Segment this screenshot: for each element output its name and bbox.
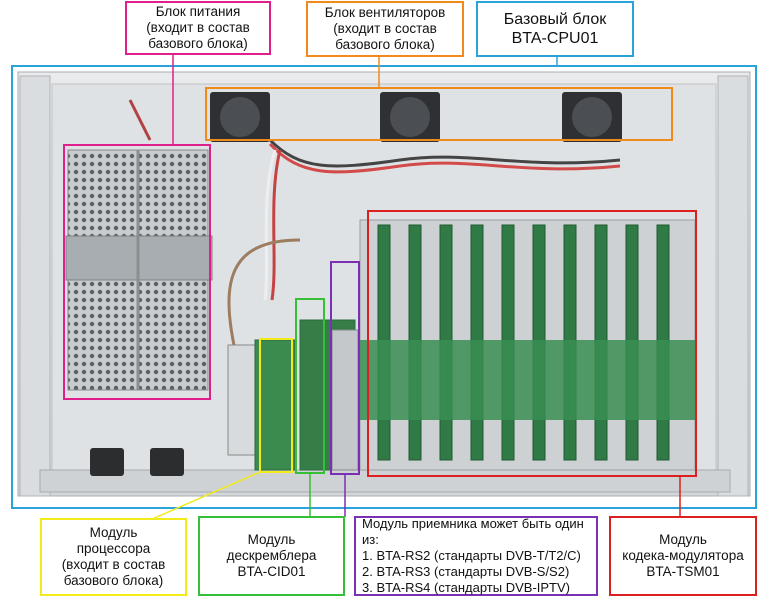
- callout-fans-line-2: (входит в состав: [333, 21, 437, 36]
- callout-codec-modulator: Модуль кодека-модулятора BTA-TSM01: [609, 516, 757, 596]
- callout-power-line-2: (входит в состав: [146, 20, 250, 35]
- card-cage: [359, 219, 696, 471]
- callout-codec-line-1: Модуль: [659, 532, 707, 547]
- callout-fan-unit: Блок вентиляторов (входит в состав базов…: [306, 1, 464, 57]
- highlight-frames: [11, 65, 757, 509]
- callout-cpu-line-4: базового блока): [63, 573, 164, 588]
- callout-descrambler-line-3: BTA-CID01: [237, 564, 306, 579]
- frame-cpu: [259, 338, 293, 473]
- leader-cpu: [149, 471, 261, 521]
- callout-codec-line-2: кодека-модулятора: [622, 548, 744, 563]
- callout-power-line-1: Блок питания: [155, 4, 241, 19]
- frame-fans: [205, 87, 673, 141]
- callout-descrambler: Модуль дескремблера BTA-CID01: [198, 516, 345, 596]
- callout-receiver: Модуль приемника может быть один из: 1. …: [354, 516, 598, 596]
- callout-cpu-module: Модуль процессора (входит в состав базов…: [40, 518, 187, 596]
- power-supply: [65, 149, 213, 391]
- callout-power-supply: Блок питания (входит в состав базового б…: [125, 1, 271, 55]
- callout-receiver-line-4: 3. BTA-RS4 (стандарты DVB-IPTV): [362, 580, 570, 595]
- frame-base: [11, 65, 757, 509]
- inner-modules: [227, 319, 359, 471]
- frame-power: [63, 144, 211, 400]
- power-connectors: [90, 448, 184, 476]
- callout-cpu-line-1: Модуль: [89, 525, 138, 540]
- callout-receiver-line-2: 1. BTA-RS2 (стандарты DVB-T/T2/C): [362, 548, 581, 563]
- fan-unit: [210, 92, 622, 142]
- callout-codec-line-3: BTA-TSM01: [646, 564, 720, 579]
- frame-codec: [367, 210, 697, 477]
- callout-cpu-line-2: процессора: [76, 541, 151, 556]
- callout-receiver-line-3: 2. BTA-RS3 (стандарты DVB-S/S2): [362, 564, 570, 579]
- callout-descrambler-line-1: Модуль: [247, 532, 296, 547]
- callout-base-line-1: Базовый блок: [503, 11, 607, 28]
- callout-descrambler-line-2: дескремблера: [226, 548, 317, 563]
- callout-fans-line-1: Блок вентиляторов: [324, 5, 446, 20]
- cables: [128, 99, 621, 351]
- callout-power-line-3: базового блока): [148, 36, 248, 51]
- callout-base-unit: Базовый блок BTA-CPU01: [476, 1, 634, 57]
- callout-fans-line-3: базового блока): [335, 37, 435, 52]
- callout-receiver-line-1: Модуль приемника может быть один из:: [362, 516, 584, 547]
- callout-cpu-line-3: (входит в состав: [61, 557, 166, 572]
- leader-lines: [149, 53, 681, 521]
- callout-base-line-2: BTA-CPU01: [511, 30, 599, 47]
